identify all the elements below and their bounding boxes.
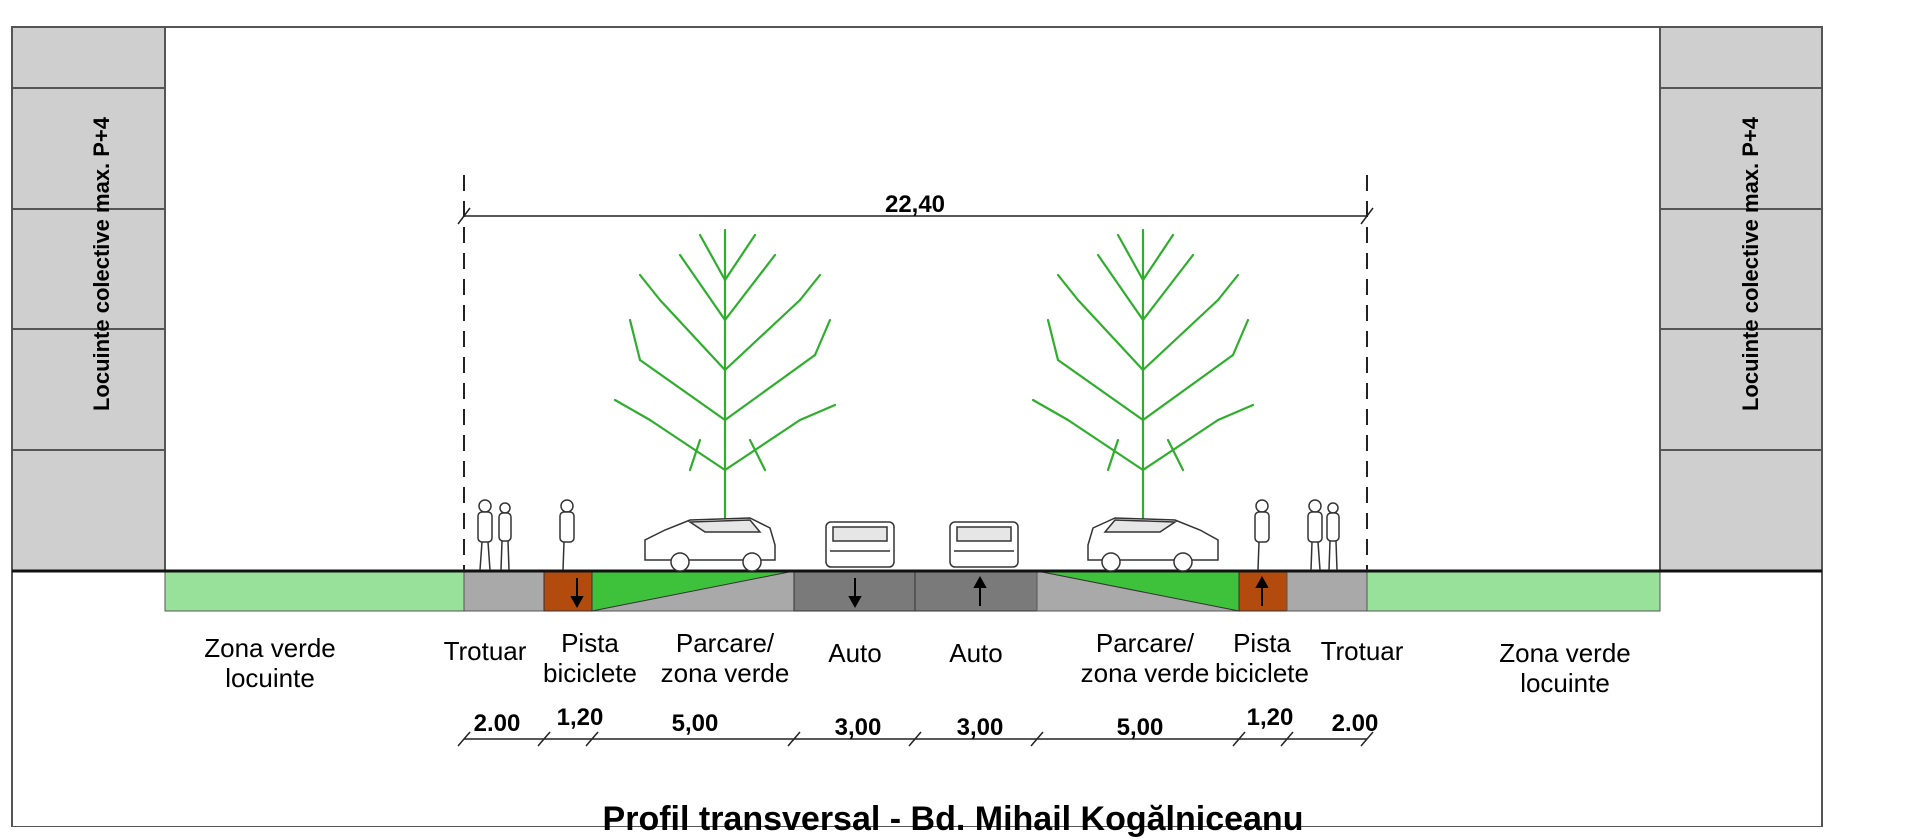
label-auto-right: Auto [949, 638, 1003, 668]
zona-verde-left-strip [164, 570, 465, 612]
label-auto-left: Auto [828, 638, 882, 668]
total-dimension [457, 175, 1374, 571]
trotuar-left-strip [463, 570, 545, 612]
trotuar-right-strip [1286, 570, 1368, 612]
label-pista-right: Pista biciclete [1215, 628, 1309, 688]
zona-verde-right-strip [1366, 570, 1661, 612]
page-title: Profil transversal - Bd. Mihail Kogălnic… [602, 800, 1304, 838]
building-left [11, 26, 166, 572]
dim-auto-right: 3,00 [956, 714, 1004, 741]
dim-auto-left: 3,00 [834, 714, 882, 741]
label-zona-verde-right: Zona verde locuinte [1499, 638, 1631, 698]
dim-pista-left: 1,20 [556, 704, 604, 731]
dim-trotuar-left: 2.00 [473, 710, 521, 737]
total-width-label: 22,40 [884, 191, 946, 218]
dim-pista-right: 1,20 [1246, 704, 1294, 731]
car-parked-right [1087, 517, 1219, 572]
label-parcare-right: Parcare/ zona verde [1080, 628, 1210, 688]
tree-left [613, 228, 837, 522]
label-zona-verde-left: Zona verde locuinte [204, 633, 336, 693]
label-pista-left: Pista biciclete [543, 628, 637, 688]
dim-parcare-right: 5,00 [1116, 714, 1164, 741]
building-left-label: Locuinte colective max. P+4 [89, 116, 114, 412]
auto-right-strip [914, 570, 1038, 612]
direction-arrows [570, 575, 1269, 609]
label-trotuar-right: Trotuar [1320, 636, 1404, 666]
drawing-frame [11, 26, 1823, 827]
car-parked-left [644, 517, 776, 572]
building-right-label: Locuinte colective max. P+4 [1738, 116, 1763, 412]
car-auto-right [949, 521, 1019, 568]
label-parcare-left: Parcare/ zona verde [660, 628, 790, 688]
pista-left-strip [543, 570, 593, 612]
car-auto-left [825, 521, 895, 568]
dim-parcare-left: 5,00 [671, 710, 719, 737]
dim-trotuar-right: 2.00 [1331, 710, 1379, 737]
label-trotuar-left: Trotuar [443, 636, 527, 666]
tree-right [1031, 228, 1255, 522]
pedestrians [477, 499, 1340, 571]
segment-dimension-line [457, 731, 1374, 747]
